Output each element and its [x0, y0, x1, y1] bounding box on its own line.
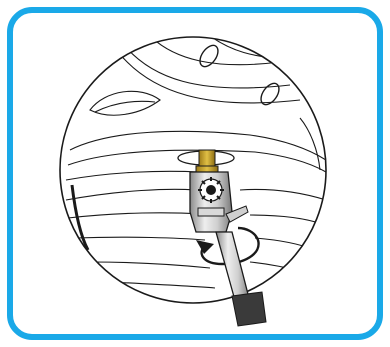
sphere	[60, 37, 326, 303]
valve-icon	[196, 150, 218, 174]
